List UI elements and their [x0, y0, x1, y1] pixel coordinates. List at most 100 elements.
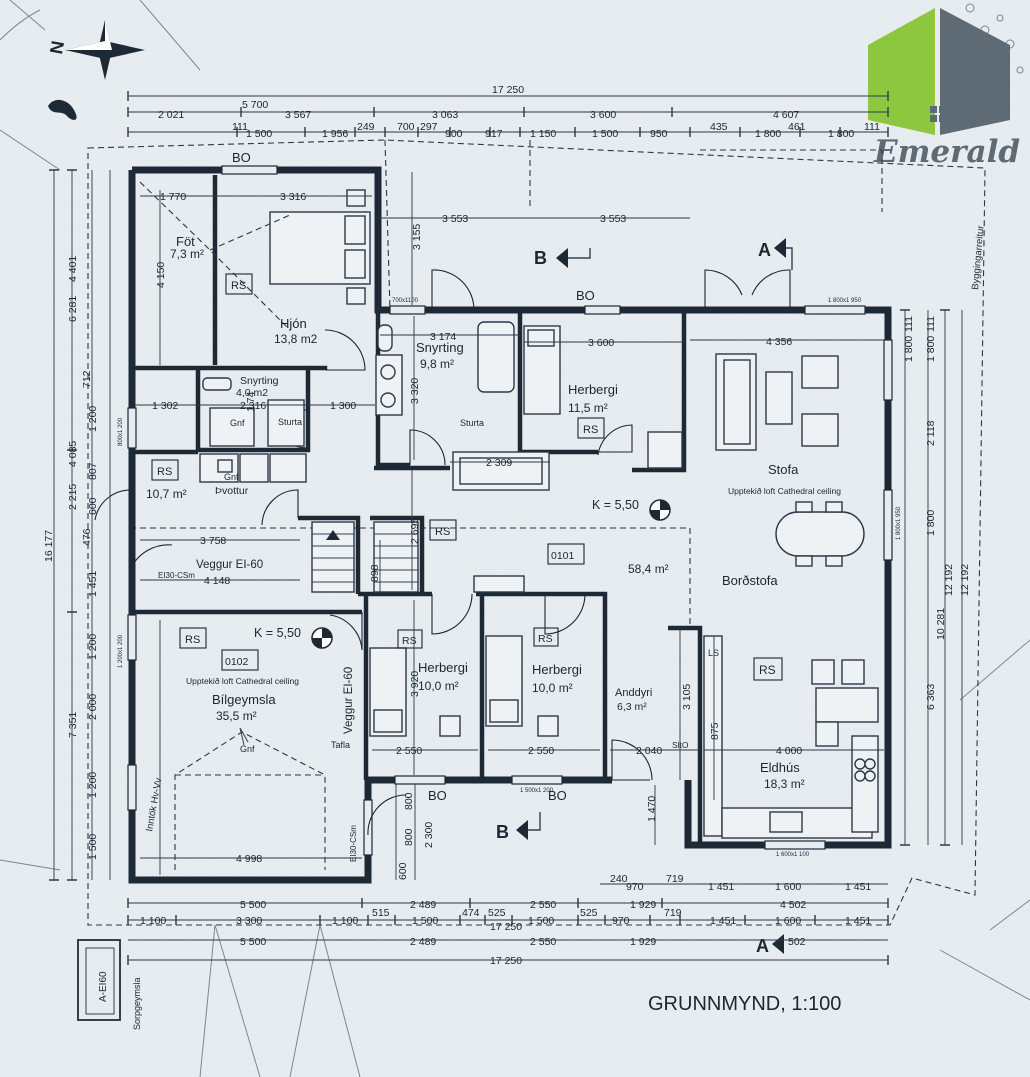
svg-text:525: 525 [488, 907, 506, 919]
svg-text:2 550: 2 550 [530, 936, 556, 948]
svg-text:1 451: 1 451 [845, 915, 871, 927]
svg-text:800x1 200: 800x1 200 [118, 417, 124, 446]
svg-text:1 302: 1 302 [152, 400, 178, 412]
svg-text:1 74: 1 74 [245, 391, 257, 412]
svg-text:900: 900 [445, 128, 463, 140]
room-name-thvottur: Þvottur [215, 485, 249, 497]
svg-text:Sturta: Sturta [460, 418, 484, 428]
kitchen-units [703, 635, 879, 839]
svg-text:2 489: 2 489 [410, 936, 436, 948]
svg-text:3 316: 3 316 [280, 191, 306, 203]
svg-text:4 998: 4 998 [236, 853, 262, 865]
svg-text:RS: RS [157, 466, 172, 478]
svg-text:719: 719 [666, 873, 684, 885]
svg-text:435: 435 [710, 121, 728, 133]
svg-text:875: 875 [709, 722, 721, 740]
svg-text:2 550: 2 550 [528, 745, 554, 757]
svg-text:3 567: 3 567 [285, 109, 311, 121]
interior-walls [129, 175, 705, 845]
level-markers: K = 5,50 K = 5,50 [254, 498, 671, 649]
svg-text:1 800: 1 800 [755, 128, 781, 140]
svg-text:3 063: 3 063 [432, 109, 458, 121]
svg-text:515: 515 [372, 907, 390, 919]
room-name-herbergi-2: Herbergi [418, 660, 468, 675]
room-note-bilgeymsla: Upptekið loft Cathedral ceiling [186, 676, 299, 686]
svg-text:1 600: 1 600 [775, 915, 801, 927]
svg-text:RS: RS [231, 280, 246, 292]
logo-green-panel [868, 8, 935, 135]
room-area-eldhus: 18,3 m² [764, 777, 805, 791]
svg-text:111: 111 [903, 316, 915, 332]
svg-text:2 550: 2 550 [530, 899, 556, 911]
svg-text:1 800x1 950: 1 800x1 950 [828, 298, 862, 304]
double-bed [269, 189, 371, 305]
svg-text:3 174: 3 174 [430, 331, 456, 343]
svg-text:Gnf: Gnf [230, 418, 245, 428]
level-label-garage: K = 5,50 [254, 626, 301, 640]
svg-text:12 192: 12 192 [943, 564, 955, 596]
svg-text:111: 111 [232, 121, 248, 133]
svg-text:4 502: 4 502 [780, 899, 806, 911]
svg-text:2 215: 2 215 [67, 484, 79, 510]
svg-text:700x1100: 700x1100 [392, 298, 419, 304]
svg-text:700: 700 [397, 121, 415, 133]
svg-text:3 553: 3 553 [600, 213, 626, 225]
windows [127, 165, 893, 856]
logo-wordmark: Emerald [873, 134, 1020, 170]
room-name-eldhus: Eldhús [760, 760, 800, 775]
svg-text:1 800: 1 800 [925, 510, 937, 536]
room-name-bilgeymsla: Bílgeymsla [212, 692, 276, 707]
wardrobe-diagonals [139, 181, 291, 331]
svg-text:1 929: 1 929 [630, 936, 656, 948]
section-b-top: B [534, 248, 547, 268]
svg-text:917: 917 [485, 128, 503, 140]
svg-text:4 085: 4 085 [67, 441, 79, 467]
bed-herbergi-2 [369, 647, 461, 737]
bo-label-bottom-2: BO [548, 788, 567, 803]
bed-herbergi-3 [485, 635, 559, 737]
dimension-labels: 17 250 5 700 3 567 3 063 3 600 4 607 2 0… [43, 84, 971, 967]
svg-text:2 550: 2 550 [396, 745, 422, 757]
svg-text:240: 240 [610, 873, 628, 885]
svg-text:502: 502 [788, 936, 806, 948]
svg-text:1 500: 1 500 [592, 128, 618, 140]
door-swings [94, 269, 791, 836]
svg-text:1 600: 1 600 [775, 881, 801, 893]
svg-text:970: 970 [612, 915, 630, 927]
rs-markers: RS RS RS RS RS RS RS RS 0101 0102 [151, 273, 783, 681]
svg-text:800: 800 [403, 792, 415, 810]
room-area-snyrting-2: 9,8 m² [420, 357, 454, 371]
svg-text:898: 898 [369, 564, 381, 582]
svg-text:2 695: 2 695 [409, 518, 421, 544]
svg-text:5 700: 5 700 [242, 99, 268, 111]
svg-text:1 500: 1 500 [246, 128, 272, 140]
room-name-herbergi-3: Herbergi [532, 662, 582, 677]
logo-grey-panel [940, 8, 1010, 135]
single-bed-herbergi-1 [523, 325, 683, 469]
svg-text:3 758: 3 758 [200, 535, 226, 547]
fire-wall-vertical-label: Veggur EI-60 [343, 667, 355, 734]
room-area-anddyri: 6,3 m² [617, 701, 647, 713]
svg-text:111: 111 [864, 121, 880, 133]
garage-door-outline [174, 727, 326, 870]
svg-text:RS: RS [538, 633, 553, 645]
svg-text:LS: LS [708, 648, 719, 658]
room-area-herbergi-3: 10,0 m² [532, 681, 573, 695]
furniture [139, 181, 879, 870]
svg-text:0102: 0102 [225, 656, 249, 668]
svg-text:Tafla: Tafla [331, 740, 350, 750]
svg-text:17 250: 17 250 [490, 921, 522, 933]
svg-text:10 281: 10 281 [935, 608, 947, 640]
svg-text:3 920: 3 920 [409, 671, 421, 697]
svg-text:1 800: 1 800 [925, 336, 937, 362]
svg-text:1 200: 1 200 [87, 772, 99, 798]
section-a-bottom: A [756, 936, 769, 956]
svg-text:3 553: 3 553 [442, 213, 468, 225]
svg-text:249: 249 [357, 121, 375, 133]
svg-text:4 150: 4 150 [155, 262, 167, 288]
svg-text:1 770: 1 770 [160, 191, 186, 203]
svg-text:A-EI60: A-EI60 [98, 971, 109, 1002]
laundry-units [199, 453, 307, 483]
room-area-thvottur: 10,7 m² [146, 487, 187, 501]
svg-text:6 363: 6 363 [925, 684, 937, 710]
